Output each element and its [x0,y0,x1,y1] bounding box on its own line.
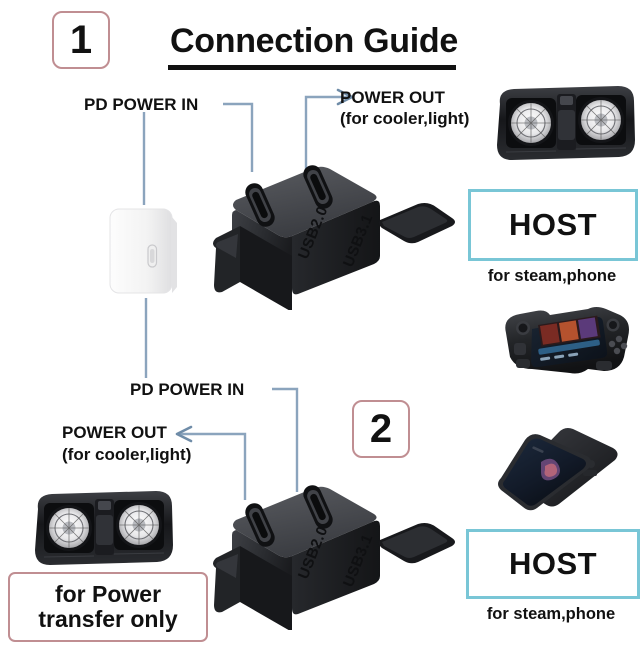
line-pd-in-to-adapter-2 [272,387,299,492]
host-caption-2: for steam,phone [486,605,616,623]
label-pd-power-in-1: PD POWER IN [84,95,199,114]
usb-adapter-1: USB2.0 USB3.1 [213,165,455,310]
host-box-1-label: HOST [508,207,598,242]
label-power-out-group-1: POWER OUT (for cooler,light) [340,88,469,128]
pd-wall-charger [109,208,177,294]
smartphone-pair [498,428,618,511]
step-badge-2-label: 2 [369,407,393,451]
arrowhead-power-out-1 [336,88,354,106]
host-caption-1: for steam,phone [487,267,617,285]
page-title: Connection Guide [170,22,458,60]
line-power-out-1 [304,95,331,170]
step-badge-1: 1 [52,11,110,69]
host-box-1: HOST [468,189,638,261]
line-pd-in-to-adapter-1 [223,102,254,172]
steam-deck-device [505,307,629,374]
line-power-out-2 [196,432,247,500]
label-power-out-group-2: POWER OUT (for cooler,light) [62,423,191,464]
cooler-device-top [497,86,635,160]
power-transfer-note-box: for Power transfer only [8,572,208,642]
usb-adapter-2: USB2.0 USB3.1 [213,485,455,630]
power-transfer-note-line1: for Power [54,580,162,607]
label-pd-power-in-2: PD POWER IN [130,380,245,399]
step-badge-1-label: 1 [69,18,93,62]
cooler-device-bottom [35,491,173,565]
host-box-2-label: HOST [508,546,598,581]
arrowhead-power-out-2 [175,425,193,443]
label-power-out-2: POWER OUT [62,423,167,442]
step-badge-2: 2 [352,400,410,458]
power-transfer-note-line2: transfer only [38,606,178,632]
title-underline [168,65,456,70]
label-power-out-sub-2: (for cooler,light) [62,445,192,465]
label-power-out-1: POWER OUT [340,88,445,107]
host-box-2: HOST [466,529,640,599]
label-power-out-sub-1: (for cooler,light) [340,109,470,129]
